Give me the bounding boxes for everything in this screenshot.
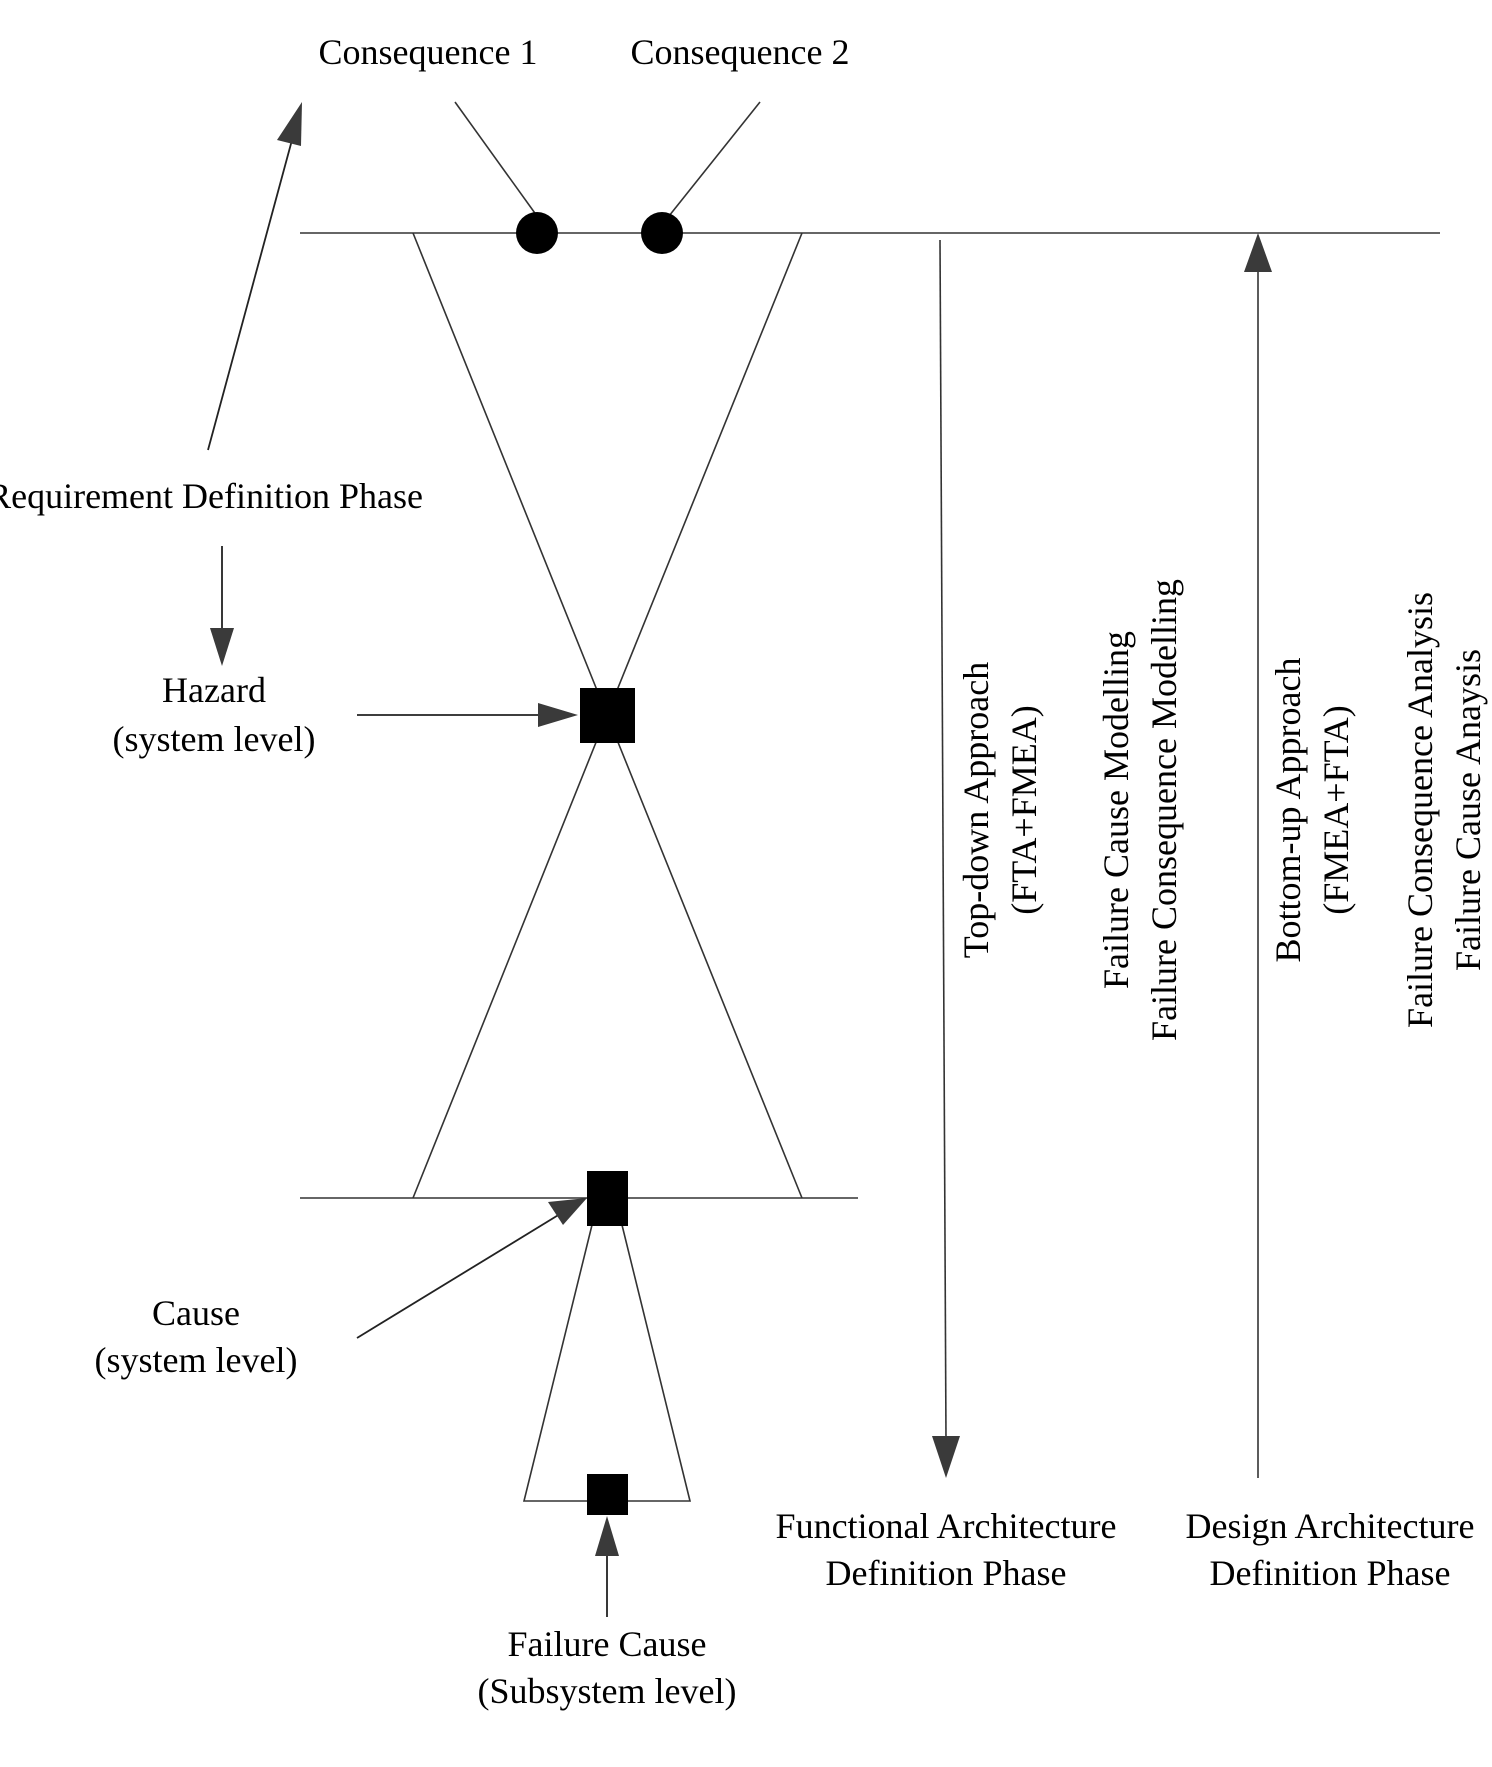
consequence-2-label: Consequence 2: [631, 32, 850, 72]
subsystem-trapezoid: [522, 1224, 692, 1502]
failure-consequence-analysis-label: Failure Consequence Analysis: [1400, 592, 1440, 1028]
bowtie-right-diagonal-upper: [606, 232, 803, 716]
design-phase-sublabel: Definition Phase: [1210, 1553, 1451, 1593]
failure-consequence-modelling-label: Failure Consequence Modelling: [1144, 579, 1184, 1041]
hazard-sublabel: (system level): [113, 719, 316, 759]
top-down-arrow-line: [939, 239, 947, 1441]
requirement-up-arrowhead: [277, 102, 302, 146]
cause-arrowhead: [548, 1198, 587, 1225]
top-down-method-label: (FTA+FMEA): [1004, 705, 1044, 914]
cause-label: Cause: [152, 1293, 240, 1333]
failure-cause-label: Failure Cause: [508, 1624, 707, 1664]
cause-sublabel: (system level): [95, 1340, 298, 1380]
failure-cause-arrowhead: [595, 1516, 619, 1556]
failure-cause-sublabel: (Subsystem level): [478, 1671, 737, 1711]
hazard-arrowhead: [538, 703, 578, 727]
design-phase-label: Design Architecture: [1186, 1506, 1475, 1546]
requirement-down-arrowhead: [210, 628, 234, 666]
failure-cause-analysis-label: Failure Cause Anaysis: [1448, 649, 1488, 971]
failure-cause-modelling-label: Failure Cause Modelling: [1096, 631, 1136, 989]
requirement-phase-label: Requirement Definition Phase: [0, 476, 423, 516]
consequence-1-node: [516, 212, 558, 254]
cause-arrow-line: [356, 1213, 561, 1339]
consequence-1-leader: [454, 101, 538, 217]
cause-node: [587, 1171, 628, 1226]
functional-phase-sublabel: Definition Phase: [826, 1553, 1067, 1593]
bottom-up-arrowhead: [1244, 233, 1272, 272]
bottom-up-approach-label: Bottom-up Approach: [1268, 658, 1308, 963]
functional-phase-label: Functional Architecture: [776, 1506, 1117, 1546]
consequence-2-node: [641, 212, 683, 254]
consequence-2-leader: [668, 101, 761, 217]
bowtie-left-diagonal-upper: [412, 232, 608, 716]
bottom-up-method-label: (FMEA+FTA): [1316, 705, 1356, 914]
top-down-approach-label: Top-down Approach: [956, 662, 996, 958]
bowtie-left-diagonal-lower: [412, 714, 608, 1199]
requirement-up-arrow-line: [207, 139, 293, 451]
top-down-arrowhead: [932, 1436, 960, 1478]
hazard-label: Hazard: [162, 670, 266, 710]
failure-cause-node: [587, 1474, 628, 1515]
consequence-1-label: Consequence 1: [319, 32, 538, 72]
bowtie-right-diagonal-lower: [606, 714, 803, 1199]
hazard-node: [580, 688, 635, 743]
